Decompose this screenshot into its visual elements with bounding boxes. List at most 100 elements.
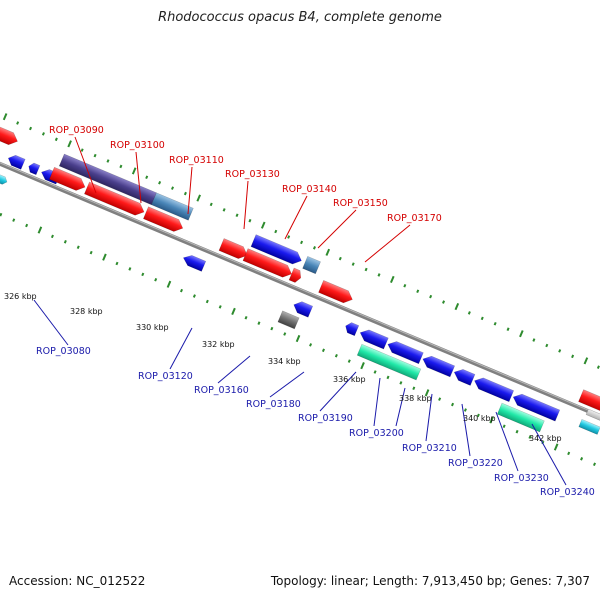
tick-mark xyxy=(119,164,123,169)
tick-mark xyxy=(244,315,248,320)
tick-mark xyxy=(12,218,16,222)
tick-mark xyxy=(50,234,54,239)
gene-arrow[interactable] xyxy=(302,256,321,275)
gene-arrow[interactable] xyxy=(386,339,424,365)
tick-mark xyxy=(300,240,304,245)
tick-mark xyxy=(412,386,416,391)
gene-arrow[interactable] xyxy=(288,267,303,284)
gene-arrow[interactable] xyxy=(0,174,9,185)
scale-label: 328 kbp xyxy=(70,307,103,316)
gene-label-ROP_03220: ROP_03220 xyxy=(448,458,503,469)
tick-mark xyxy=(403,284,407,288)
tick-mark xyxy=(476,413,480,418)
tick-mark xyxy=(231,307,236,316)
tick-mark xyxy=(145,175,149,180)
gene-arrow[interactable] xyxy=(6,153,26,170)
tick-mark xyxy=(37,226,43,234)
gene-arrow[interactable] xyxy=(250,234,304,267)
label-leader-line xyxy=(284,195,308,240)
gene-arrow[interactable] xyxy=(84,181,146,218)
scale-label: 334 kbp xyxy=(268,357,301,366)
scale-label: 336 kbp xyxy=(333,375,366,384)
tick-mark xyxy=(158,180,162,185)
tick-mark xyxy=(583,357,589,365)
gene-arrow[interactable] xyxy=(0,126,20,148)
accession-text: Accession: NC_012522 xyxy=(9,574,146,588)
gene-arrow[interactable] xyxy=(452,367,476,386)
gene-label-ROP_03170: ROP_03170 xyxy=(387,213,442,224)
gene-arrow[interactable] xyxy=(242,248,294,280)
tick-mark xyxy=(257,321,261,325)
gene-label-ROP_03140: ROP_03140 xyxy=(282,184,337,195)
tick-mark xyxy=(270,326,274,331)
gene-arrow[interactable] xyxy=(356,343,422,381)
label-leader-line xyxy=(135,151,142,204)
gene-arrow[interactable] xyxy=(421,353,456,378)
label-leader-line xyxy=(243,180,249,230)
gene-arrow[interactable] xyxy=(277,310,300,330)
tick-mark xyxy=(205,299,209,304)
tick-mark xyxy=(558,349,562,353)
gene-arrow[interactable] xyxy=(472,375,515,403)
gene-arrow[interactable] xyxy=(358,327,389,350)
tick-mark xyxy=(2,113,8,121)
tick-mark xyxy=(309,343,313,347)
gene-label-ROP_03230: ROP_03230 xyxy=(494,473,549,484)
tick-mark xyxy=(502,424,506,429)
tick-mark xyxy=(54,137,58,142)
scale-label: 330 kbp xyxy=(136,323,169,332)
tick-mark xyxy=(196,194,201,202)
gene-arrow[interactable] xyxy=(585,408,600,422)
scale-label: 338 kbp xyxy=(399,394,432,403)
gene-label-ROP_03120: ROP_03120 xyxy=(138,371,193,382)
label-leader-line xyxy=(169,327,193,370)
tick-mark xyxy=(179,288,184,293)
gene-arrow[interactable] xyxy=(578,389,600,414)
tick-mark xyxy=(209,202,213,207)
gene-arrow[interactable] xyxy=(143,206,185,234)
tick-mark xyxy=(347,359,351,363)
gene-arrow[interactable] xyxy=(151,192,194,221)
tick-mark xyxy=(218,305,222,309)
tick-mark xyxy=(0,212,3,217)
gene-arrow[interactable] xyxy=(49,166,87,193)
gene-arrow[interactable] xyxy=(27,162,41,176)
tick-mark xyxy=(41,132,45,136)
gene-arrow[interactable] xyxy=(578,419,600,435)
tick-mark xyxy=(429,294,433,299)
tick-mark xyxy=(16,121,20,125)
tick-mark xyxy=(287,235,291,239)
tick-mark xyxy=(171,186,175,190)
tick-mark xyxy=(166,280,172,288)
gene-arrow[interactable] xyxy=(318,280,355,305)
tick-mark xyxy=(222,208,226,212)
gene-arrow[interactable] xyxy=(181,253,207,272)
gene-arrow[interactable] xyxy=(291,299,314,318)
tick-mark xyxy=(260,221,266,229)
tick-mark xyxy=(89,250,93,255)
tick-mark xyxy=(399,381,403,385)
tick-mark xyxy=(493,321,497,326)
label-leader-line xyxy=(187,166,193,215)
gene-arrow[interactable] xyxy=(343,321,360,337)
tick-mark xyxy=(29,126,33,131)
gene-arrow[interactable] xyxy=(511,391,561,422)
label-leader-line xyxy=(74,136,97,194)
tick-mark xyxy=(312,246,316,250)
gene-arrow[interactable] xyxy=(218,238,250,262)
gene-label-ROP_03190: ROP_03190 xyxy=(298,413,353,424)
tick-mark xyxy=(528,435,532,439)
topology-text: Topology: linear; Length: 7,913,450 bp; … xyxy=(270,574,590,588)
label-leader-line xyxy=(461,403,471,457)
tick-mark xyxy=(438,397,442,401)
map-title: Rhodococcus opacus B4, complete genome xyxy=(158,10,442,25)
tick-mark xyxy=(545,343,549,348)
tick-mark xyxy=(325,248,331,256)
label-leader-line xyxy=(319,371,357,412)
tick-mark xyxy=(386,375,390,380)
tick-mark xyxy=(63,240,67,244)
tick-mark xyxy=(416,289,420,293)
tick-mark xyxy=(25,223,29,228)
tick-mark xyxy=(451,402,455,407)
